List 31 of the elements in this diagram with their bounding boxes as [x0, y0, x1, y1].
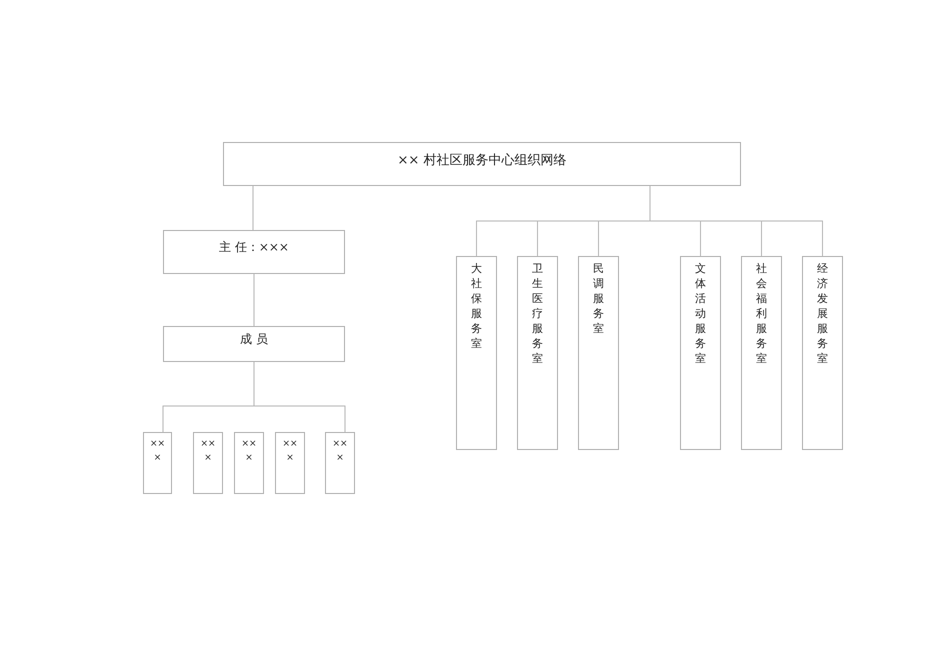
box-label: 社会福利服务室 [756, 261, 768, 366]
box-label: 成 员 [240, 331, 268, 348]
box-label: ××× [281, 438, 299, 465]
office-box [578, 256, 619, 450]
member-box [143, 432, 172, 494]
office-box [741, 256, 782, 450]
box-label: ××× [199, 438, 217, 465]
member-box [234, 432, 264, 494]
box-label: ××× [148, 438, 166, 465]
box-label: 卫生医疗服务室 [532, 261, 544, 366]
role-box [163, 326, 345, 362]
box-label: 大社保服务室 [470, 261, 482, 351]
member-box [275, 432, 305, 494]
box-label: 主 任：××× [219, 239, 289, 256]
member-box [325, 432, 355, 494]
connector-line [252, 186, 254, 230]
office-box [517, 256, 558, 450]
connector-line [650, 186, 823, 256]
connector-line [254, 362, 346, 432]
box-label: 民调服务室 [592, 261, 604, 336]
role-box [163, 230, 345, 274]
box-label: ×× 村社区服务中心组织网络 [398, 152, 566, 169]
member-box [193, 432, 223, 494]
office-box [456, 256, 497, 450]
office-box [802, 256, 843, 450]
title-box [223, 142, 741, 186]
office-box [680, 256, 721, 450]
box-label: 文体活动服务室 [694, 261, 706, 366]
box-label: ××× [240, 438, 258, 465]
box-label: ××× [331, 438, 349, 465]
box-label: 经济发展服务室 [816, 261, 828, 366]
